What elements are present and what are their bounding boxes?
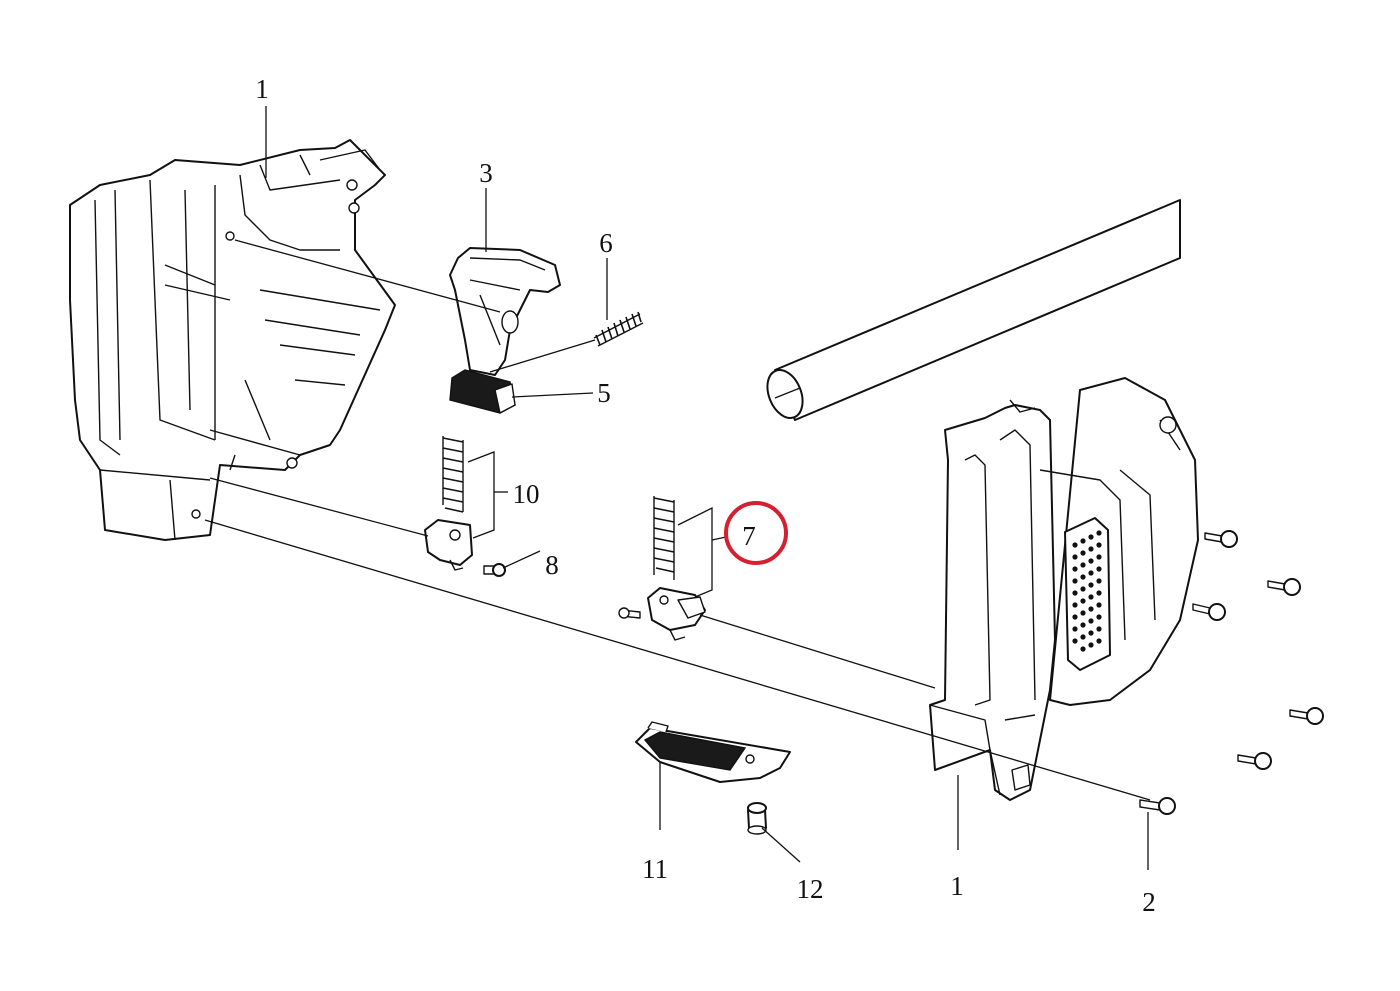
callout-labels: 1 3 6 5 10 8 7 11 12 1 2 [255, 74, 1156, 917]
part-5-button [449, 369, 516, 414]
leader-lines [204, 106, 1151, 870]
screw-icon [1204, 530, 1238, 548]
vent-grille [1064, 517, 1111, 671]
screw-icon [1237, 752, 1272, 770]
callout-7: 7 [742, 521, 756, 551]
part-10-spring-latch [424, 436, 473, 571]
screw-icon [1289, 707, 1324, 725]
tube-rod [766, 199, 1181, 421]
part-8-screw [483, 563, 506, 577]
callout-1-bottom: 1 [950, 871, 964, 901]
callout-8: 8 [545, 550, 559, 580]
callout-11: 11 [642, 854, 668, 884]
highlight-circle [724, 501, 788, 565]
screw-icon [1139, 797, 1176, 815]
left-housing-half [69, 139, 396, 541]
callout-1-top: 1 [255, 74, 269, 104]
housing-screws [1139, 530, 1324, 815]
callout-12: 12 [797, 874, 824, 904]
part-3-slider [449, 247, 561, 376]
screw-icon [1192, 603, 1226, 621]
part-7-spring-latch [618, 496, 706, 641]
part-11-plate [635, 721, 791, 783]
part-6-spring [593, 311, 644, 347]
right-housing-half [929, 377, 1199, 801]
callout-5: 5 [597, 378, 611, 408]
screw-icon [1267, 578, 1301, 596]
callout-3: 3 [479, 158, 493, 188]
part-12-screw [747, 802, 767, 835]
callout-6: 6 [599, 228, 613, 258]
callout-10: 10 [513, 479, 540, 509]
callout-2: 2 [1142, 887, 1156, 917]
